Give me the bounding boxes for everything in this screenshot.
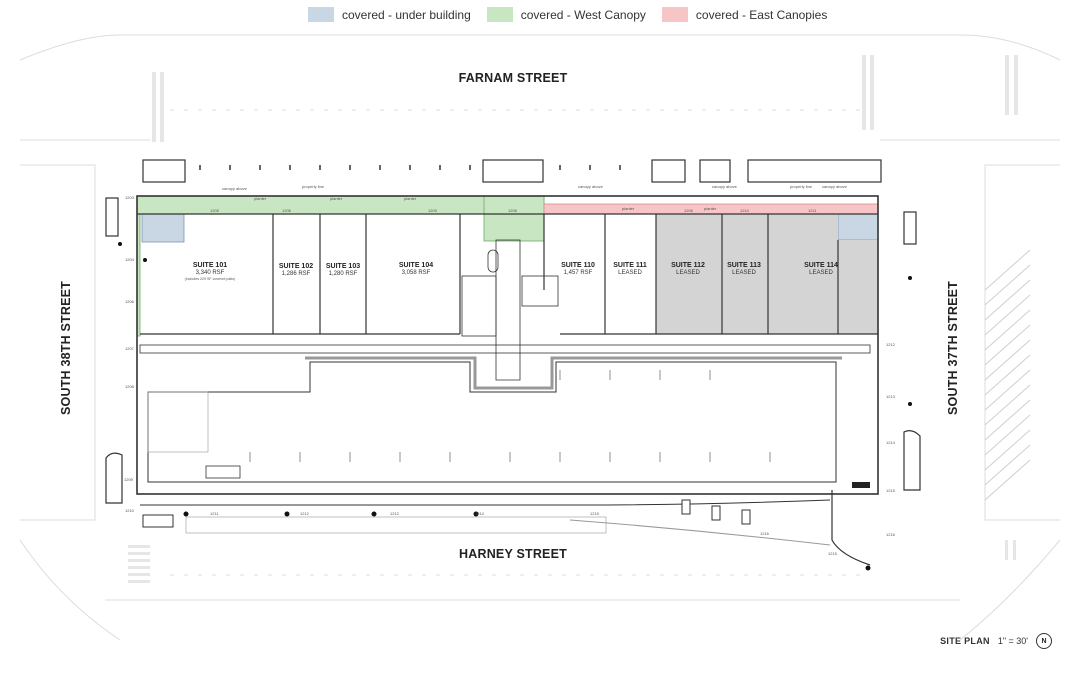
marker-1203: 1203 [125, 195, 135, 200]
marker-1213: 1213 [886, 394, 896, 399]
marker-1210-west: 1210 [125, 508, 135, 513]
property-line-label-west: property line [302, 184, 325, 189]
west-canopy-block [483, 195, 545, 242]
north-label: N [1041, 637, 1047, 645]
scale-label: 1" = 30' [997, 636, 1028, 646]
suite-104-area: 3,058 RSF [402, 270, 431, 276]
marker-1216: 1216 [886, 532, 896, 537]
suite-113-name: SUITE 113 [727, 262, 761, 269]
street-label-east: SOUTH 37TH STREET [946, 281, 960, 415]
property-line-label-east: property line [790, 184, 813, 189]
suite-102-name: SUITE 102 [279, 263, 313, 270]
suite-101-name: SUITE 101 [193, 262, 227, 269]
legend-swatch-east-canopies [661, 7, 688, 22]
marker-1215-south: 1215 [828, 551, 838, 556]
marker-1206: 1206 [282, 208, 292, 213]
marker-1212-south-2: 1212 [390, 511, 400, 516]
street-label-south: HARNEY STREET [459, 547, 567, 561]
legend-item-east-canopies: covered - East Canopies [661, 7, 828, 22]
suite-labels: SUITE 101 3,340 RSF (includes 229 SF cov… [185, 262, 838, 281]
under-building-area-east [837, 213, 879, 241]
footer: SITE PLAN 1" = 30' N [940, 633, 1052, 649]
marker-1211: 1211 [808, 208, 817, 213]
south-edge [140, 482, 871, 566]
canopy-above-label-mid: canopy above [712, 184, 738, 189]
north-curb-dashes [199, 165, 621, 170]
covered-areas [136, 195, 879, 337]
suite-110-name: SUITE 110 [561, 262, 595, 269]
legend-label-under-building: covered - under building [342, 7, 471, 22]
suite-102-area: 1,286 RSF [282, 271, 311, 277]
planter-label-5: planter [704, 206, 717, 211]
markers: 1203 1205 1206 1209 1208 1206 1210 1211 … [124, 195, 896, 556]
building [136, 195, 879, 495]
suite-101-note: (includes 229 SF covered patio) [185, 277, 236, 281]
suite-110-area: 1,457 RSF [564, 270, 593, 276]
canopy-above-label-west: canopy above [222, 186, 248, 191]
marker-1209-west: 1209 [124, 477, 134, 482]
marker-1206-west: 1206 [125, 299, 135, 304]
street-label-north: FARNAM STREET [459, 71, 568, 85]
suite-111-name: SUITE 111 [613, 262, 647, 269]
marker-1212-east: 1212 [886, 342, 896, 347]
suite-104-name: SUITE 104 [399, 262, 433, 269]
marker-1207: 1207 [125, 346, 135, 351]
site-plan-title: SITE PLAN [940, 636, 990, 646]
marker-1212-south: 1212 [300, 511, 310, 516]
suite-112-area: LEASED [676, 270, 700, 276]
suite-103-area: 1,280 RSF [329, 271, 358, 277]
legend-swatch-west-canopy [486, 7, 513, 22]
legend: covered - under building covered - West … [308, 7, 827, 22]
marker-1204: 1204 [125, 257, 135, 262]
legend-item-west-canopy: covered - West Canopy [486, 7, 646, 22]
north-arrow-icon: N [1036, 633, 1052, 649]
legend-label-east-canopies: covered - East Canopies [695, 7, 828, 22]
street-outlines [19, 34, 1061, 641]
suite-114-area: LEASED [809, 270, 833, 276]
under-building-area-west [141, 213, 185, 243]
marker-1215: 1215 [590, 511, 600, 516]
marker-1209: 1209 [428, 208, 438, 213]
legend-label-west-canopy: covered - West Canopy [520, 7, 646, 22]
canopy-above-label-far-east: canopy above [822, 184, 848, 189]
marker-1211-south: 1211 [210, 511, 219, 516]
legend-item-under-building: covered - under building [308, 7, 471, 22]
north-sidewalk [142, 159, 882, 183]
suite-111-area: LEASED [618, 270, 642, 276]
suite-112-name: SUITE 112 [671, 262, 705, 269]
marker-1214: 1214 [886, 440, 896, 445]
side-islands [105, 197, 921, 504]
street-label-west: SOUTH 38TH STREET [59, 281, 73, 415]
east-parking [984, 249, 1031, 501]
annotations: canopy above property line canopy above … [222, 184, 848, 211]
planter-label-3: planter [404, 196, 417, 201]
canopy-above-label-east: canopy above [578, 184, 604, 189]
marker-1205: 1205 [210, 208, 220, 213]
planter-label-1: planter [254, 196, 267, 201]
marker-1214-south: 1214 [475, 511, 485, 516]
crosswalks [128, 55, 1018, 583]
marker-1208-west: 1208 [125, 384, 135, 389]
suite-103-name: SUITE 103 [326, 263, 360, 270]
marker-1208: 1208 [508, 208, 518, 213]
planter-label-4: planter [622, 206, 635, 211]
leased-suites-fill [656, 214, 878, 334]
legend-swatch-under-building [308, 7, 334, 22]
suite-114-name: SUITE 114 [804, 262, 838, 269]
marker-1206-east: 1206 [684, 208, 694, 213]
planter-label-2: planter [330, 196, 343, 201]
suite-113-area: LEASED [732, 270, 756, 276]
light-poles [118, 242, 912, 571]
marker-1216-south: 1216 [760, 531, 770, 536]
marker-1210: 1210 [740, 208, 750, 213]
suite-101-area: 3,340 RSF [196, 270, 225, 276]
marker-1215-east: 1215 [886, 488, 896, 493]
